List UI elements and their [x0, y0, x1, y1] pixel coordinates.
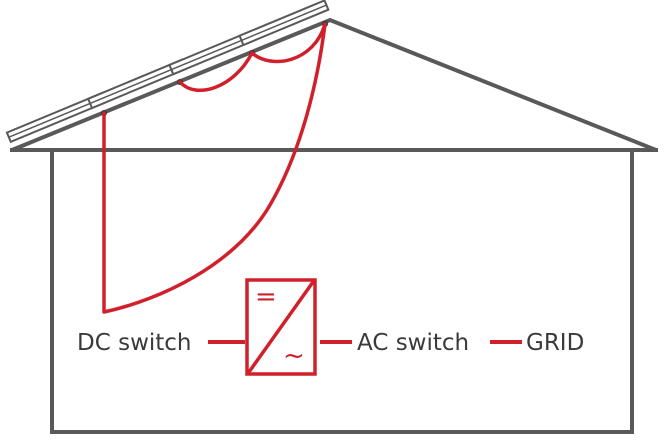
inverter-ac-symbol: ~ — [283, 341, 305, 371]
panel-jumper-2 — [250, 22, 327, 64]
dc-string-wire — [102, 22, 327, 314]
solar-panel-inner-line — [8, 4, 327, 138]
house — [10, 17, 658, 434]
inverter-dc-symbol: = — [255, 282, 277, 312]
dc-switch-label: DC switch — [77, 330, 192, 356]
inverter-icon: = ~ — [245, 278, 317, 376]
ac-switch-label: AC switch — [357, 330, 469, 356]
grid-label: GRID — [526, 330, 584, 356]
solar-panel-icon — [5, 0, 330, 144]
house-walls — [50, 150, 634, 434]
inverter-diagonal — [247, 280, 315, 374]
panel-jumper-1 — [178, 51, 254, 92]
dc-wiring — [102, 22, 327, 314]
house-roof-line — [11, 17, 657, 152]
